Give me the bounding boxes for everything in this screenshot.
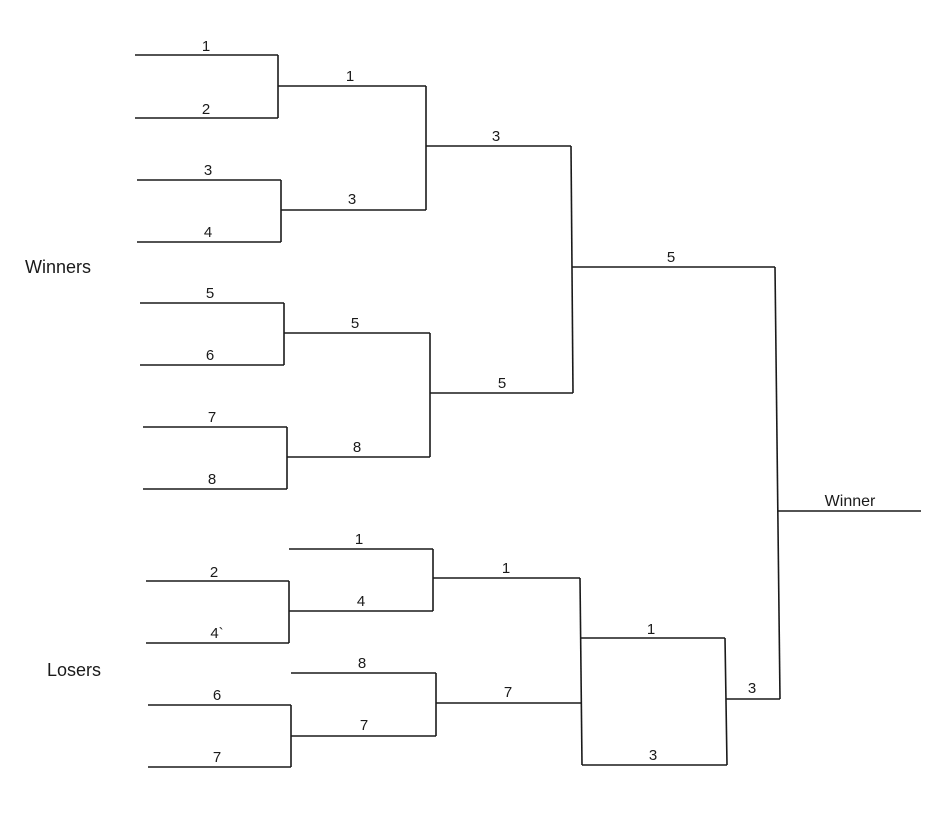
l-r2-seed-4: 7 bbox=[360, 717, 368, 734]
w-r3-connector bbox=[570, 145, 574, 394]
w-r3-seed-2: 5 bbox=[498, 375, 506, 392]
grand-final-lines bbox=[774, 266, 921, 700]
w-final-seed: 5 bbox=[667, 249, 675, 266]
winners-bracket-label: Winners bbox=[25, 257, 92, 277]
l-r2-seed-1: 1 bbox=[355, 531, 363, 548]
l-r2-seed-2: 4 bbox=[357, 593, 365, 610]
w-r2-seed-2: 3 bbox=[348, 191, 356, 208]
w-r3-seed-1: 3 bbox=[492, 128, 500, 145]
w-r2-seed-1: 1 bbox=[346, 68, 354, 85]
winner-label: Winner bbox=[825, 493, 876, 510]
l-r4-seed-1: 1 bbox=[647, 621, 655, 638]
w-r1-seed-5: 5 bbox=[206, 285, 214, 302]
l-r3-seed-1: 1 bbox=[502, 560, 510, 577]
w-r1-seed-3: 3 bbox=[204, 162, 212, 179]
w-r1-seed-1: 1 bbox=[202, 38, 210, 55]
l-r4-seed-2: 3 bbox=[649, 747, 657, 764]
l-final-seed: 3 bbox=[748, 680, 756, 697]
w-r1-seed-8: 8 bbox=[208, 471, 216, 488]
l-r1-seed-4: 7 bbox=[213, 749, 221, 766]
l-r3-seed-2: 7 bbox=[504, 684, 512, 701]
losers-bracket-label: Losers bbox=[47, 660, 102, 680]
l-r4-connector bbox=[724, 637, 728, 766]
w-r2-seed-3: 5 bbox=[351, 315, 359, 332]
l-r2-seed-3: 8 bbox=[358, 655, 366, 672]
winners-bracket-seeds: 1 2 3 4 5 6 7 8 1 3 5 8 3 5 5 bbox=[202, 38, 675, 488]
l-r1-seed-3: 6 bbox=[213, 687, 221, 704]
l-r1-seed-2: 4` bbox=[210, 625, 223, 642]
w-r1-seed-2: 2 bbox=[202, 101, 210, 118]
losers-bracket-lines bbox=[146, 548, 780, 768]
w-r2-seed-4: 8 bbox=[353, 439, 361, 456]
l-r3-connector bbox=[579, 577, 583, 766]
winners-bracket-lines bbox=[135, 54, 775, 490]
grand-final-connector bbox=[774, 266, 781, 700]
w-r1-seed-4: 4 bbox=[204, 224, 212, 241]
w-r1-seed-6: 6 bbox=[206, 347, 214, 364]
w-r1-seed-7: 7 bbox=[208, 409, 216, 426]
losers-bracket-seeds: 2 4` 6 7 1 4 8 7 1 7 1 3 3 bbox=[210, 531, 756, 766]
l-r1-seed-1: 2 bbox=[210, 564, 218, 581]
